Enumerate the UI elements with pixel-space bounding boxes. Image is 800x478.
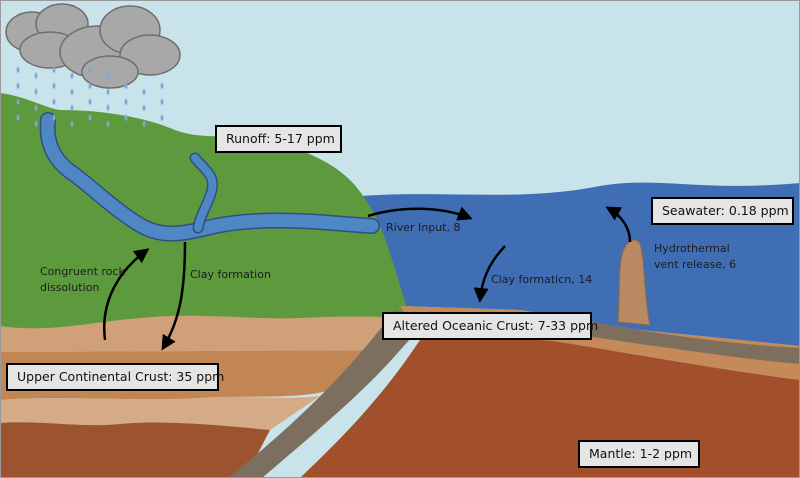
crust-bottom-layer	[0, 422, 270, 478]
rain-drop	[34, 72, 38, 79]
vent-label-line2: vent release, 6	[654, 258, 737, 271]
rain-drop	[142, 104, 146, 111]
arrow-vent-release	[605, 206, 632, 243]
rain-drop	[34, 88, 38, 95]
rain-drop	[70, 72, 74, 79]
cloud-icon	[5, 3, 181, 89]
rain-drop	[16, 82, 20, 89]
rain-drop	[88, 82, 92, 89]
rain-drop	[52, 114, 56, 121]
rain-drop	[52, 82, 56, 89]
rain-drop	[142, 88, 146, 95]
dissolution-label-line1: Congruent rock	[40, 265, 125, 278]
rain-drop	[70, 104, 74, 111]
rain-drop	[16, 114, 20, 121]
clay-formation-ocean-label: Clay formaticn, 14	[491, 273, 593, 286]
arrow-clay-ocean	[473, 245, 506, 303]
rain-drop	[106, 104, 110, 111]
rain-drop	[52, 98, 56, 105]
rain-drop	[160, 98, 164, 105]
subducting-slab	[228, 310, 425, 478]
mantle-box: Mantle: 1-2 ppm	[578, 440, 700, 468]
tributary-water	[191, 154, 217, 232]
clay-formation-land-label: Clay formation	[190, 268, 271, 281]
hydrothermal-vent	[617, 239, 651, 326]
rain-drop	[70, 88, 74, 95]
arrow-river-input	[367, 206, 473, 221]
rain-drop	[160, 82, 164, 89]
river-input-label: River Input, 8	[386, 221, 461, 234]
rain-drop	[124, 114, 128, 121]
vent-label-line1: Hydrothermal	[654, 242, 730, 255]
rain-drop	[52, 66, 56, 73]
upper-continental-crust-box: Upper Continental Crust: 35 ppm	[6, 363, 224, 391]
rain-drop	[88, 114, 92, 121]
rain-drop	[88, 66, 92, 73]
river-water	[41, 113, 379, 241]
rain-drop	[88, 98, 92, 105]
rain-drop	[124, 98, 128, 105]
rain-drop	[160, 114, 164, 121]
rain-drops	[16, 66, 164, 127]
rain-drop	[34, 104, 38, 111]
rain-drop	[142, 120, 146, 127]
rain-drop	[106, 88, 110, 95]
seawater-box: Seawater: 0.18 ppm	[651, 197, 794, 225]
rain-drop	[16, 66, 20, 73]
rain-drop	[16, 98, 20, 105]
rain-drop	[106, 72, 110, 79]
rain-drop	[34, 120, 38, 127]
altered-oceanic-crust-box: Altered Oceanic Crust: 7-33 ppm	[382, 312, 598, 340]
runoff-box: Runoff: 5-17 ppm	[215, 125, 342, 153]
rain-drop	[124, 82, 128, 89]
arrow-dissolution	[102, 248, 150, 341]
crust-lower-layer	[0, 396, 320, 430]
dissolution-label-line2: dissolution	[40, 281, 100, 294]
rain-drop	[70, 120, 74, 127]
rain-drop	[106, 120, 110, 127]
arrow-clay-land	[161, 241, 187, 351]
